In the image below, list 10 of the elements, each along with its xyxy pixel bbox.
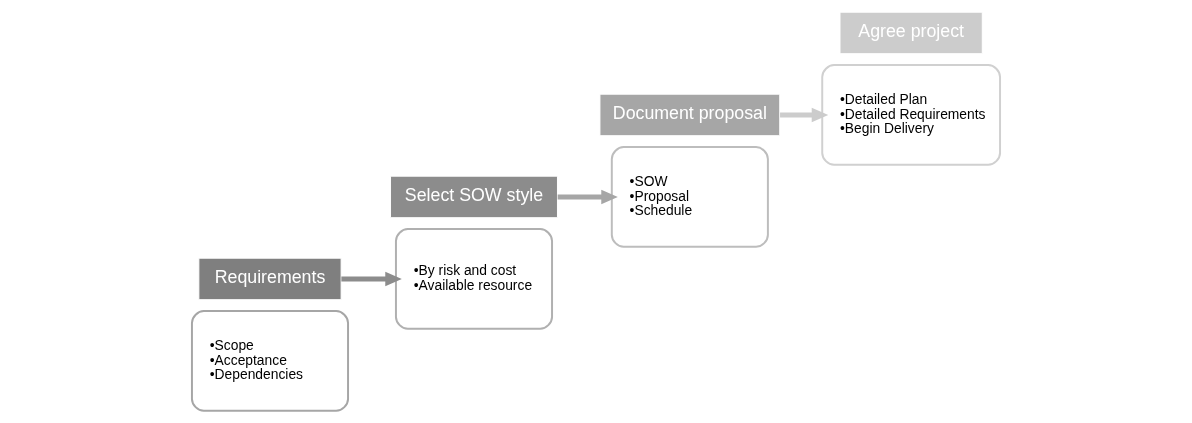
node-box: •By risk and cost •Available resource [394, 228, 554, 330]
node-box: •Scope •Acceptance •Dependencies [190, 310, 350, 412]
node-box: •Detailed Plan •Detailed Requirements •Begin Delivery [821, 64, 1002, 166]
node-box: •SOW •Proposal •Schedule [610, 146, 769, 248]
arrow [780, 107, 829, 123]
arrow [341, 271, 402, 287]
node-box: Document proposal [599, 93, 781, 137]
arrow [557, 189, 618, 205]
node-box: Select SOW style [390, 175, 558, 219]
node-box: Requirements [198, 257, 342, 301]
